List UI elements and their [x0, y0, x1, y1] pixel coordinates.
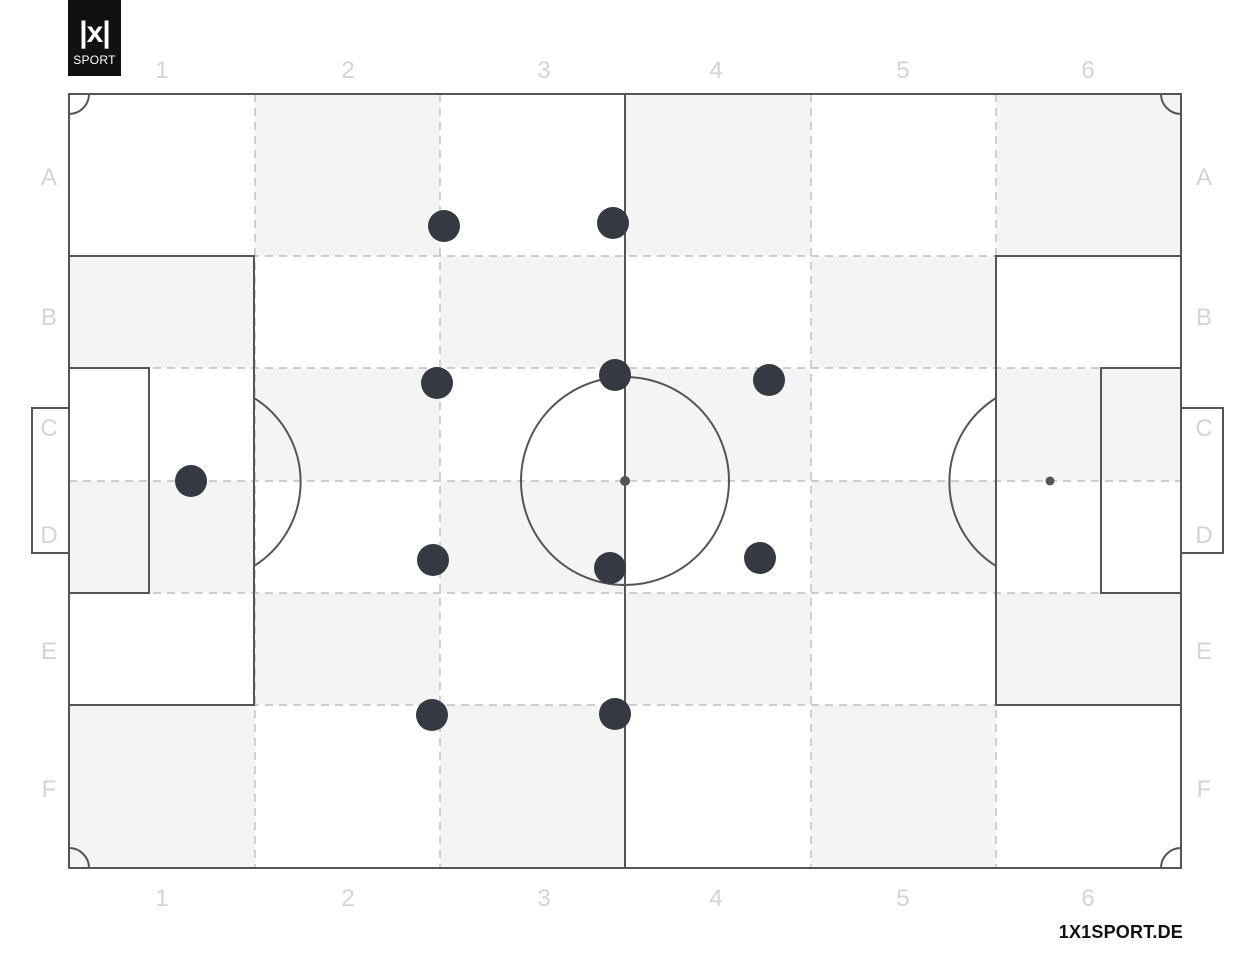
zone-shade-3-F [440, 705, 625, 868]
row-label-right-E: E [1196, 638, 1212, 665]
pitch-markings [31, 93, 1224, 869]
zone-shade-6-E [996, 593, 1181, 705]
player-marker-9[interactable] [599, 698, 631, 730]
col-label-top-6: 6 [1081, 57, 1094, 84]
zone-shade-2-E [255, 593, 440, 705]
brand-logo: |x| SPORT [68, 0, 121, 76]
left-penalty-arc [253, 397, 302, 567]
col-label-bottom-5: 5 [896, 885, 909, 912]
corner-arc-bottom-right [1160, 847, 1182, 869]
row-label-right-F: F [1197, 776, 1212, 803]
checkerboard-shading [69, 94, 1181, 868]
player-marker-8[interactable] [594, 552, 626, 584]
zone-shade-1-D [69, 481, 255, 593]
row-label-left-D: D [40, 522, 57, 549]
right-goal [1180, 407, 1224, 554]
player-marker-goalkeeper[interactable] [175, 465, 207, 497]
player-marker-2[interactable] [428, 210, 460, 242]
left-goal [31, 407, 70, 554]
zone-shade-1-B [69, 256, 255, 368]
row-label-left-F: F [42, 776, 57, 803]
row-label-left-A: A [41, 164, 57, 191]
right-penalty-spot [1045, 476, 1055, 486]
row-label-left-E: E [41, 638, 57, 665]
zone-shade-3-B [440, 256, 625, 368]
col-label-bottom-2: 2 [341, 885, 354, 912]
col-label-top-3: 3 [537, 57, 550, 84]
zone-shade-4-A [625, 94, 811, 256]
player-marker-6[interactable] [597, 207, 629, 239]
zone-shade-4-E [625, 593, 811, 705]
zone-shade-1-F [69, 705, 255, 868]
zone-shade-2-C [255, 368, 440, 481]
corner-arc-top-left [68, 93, 90, 115]
col-label-bottom-1: 1 [155, 885, 168, 912]
right-penalty-arc [948, 397, 997, 567]
row-label-right-A: A [1196, 164, 1212, 191]
row-label-left-B: B [41, 304, 57, 331]
col-label-top-2: 2 [341, 57, 354, 84]
column-labels: 1 2 3 4 5 6 1 2 3 4 5 6 [155, 57, 1094, 912]
row-label-right-D: D [1195, 522, 1212, 549]
zone-shade-6-C [996, 368, 1181, 481]
row-label-left-C: C [40, 415, 57, 442]
col-label-top-4: 4 [709, 57, 722, 84]
zone-shade-5-D [811, 481, 996, 593]
player-marker-4[interactable] [417, 544, 449, 576]
center-spot [620, 476, 630, 486]
row-label-right-B: B [1196, 304, 1212, 331]
player-marker-10[interactable] [753, 364, 785, 396]
player-marker-11[interactable] [744, 542, 776, 574]
website-url: 1X1SPORT.DE [1058, 922, 1183, 942]
col-label-top-1: 1 [155, 57, 168, 84]
col-label-top-5: 5 [896, 57, 909, 84]
player-marker-3[interactable] [421, 367, 453, 399]
row-label-right-C: C [1195, 415, 1212, 442]
row-labels: A B C D E F A B C D E F [40, 164, 1212, 803]
corner-arc-top-right [1160, 93, 1182, 115]
player-marker-5[interactable] [416, 699, 448, 731]
logo-mark: |x| [79, 16, 110, 49]
player-marker-7[interactable] [599, 359, 631, 391]
corner-arc-bottom-left [68, 847, 90, 869]
col-label-bottom-3: 3 [537, 885, 550, 912]
col-label-bottom-6: 6 [1081, 885, 1094, 912]
players [175, 207, 785, 731]
zone-shade-2-A [255, 94, 440, 256]
zone-shade-5-F [811, 705, 996, 868]
zone-shade-3-D [440, 481, 625, 593]
logo-word: SPORT [73, 53, 116, 67]
zone-shade-6-A [996, 94, 1181, 256]
col-label-bottom-4: 4 [709, 885, 722, 912]
zone-shade-5-B [811, 256, 996, 368]
